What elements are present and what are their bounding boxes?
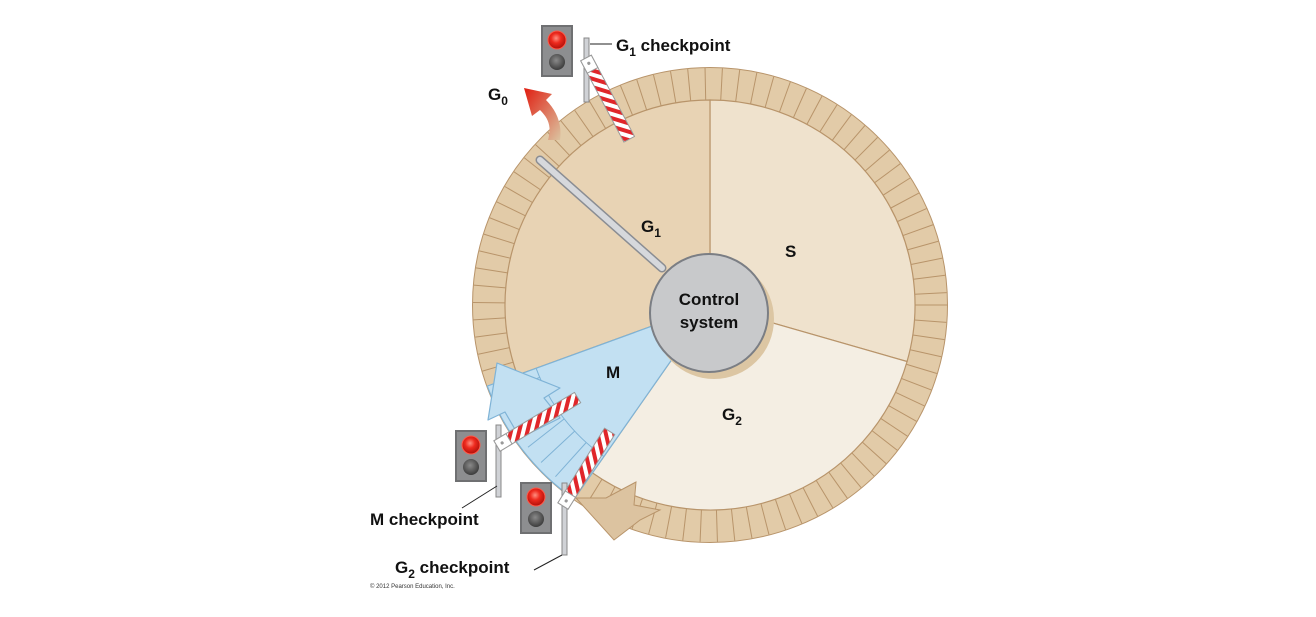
g0-exit-arrow (524, 88, 561, 140)
track-tick (619, 85, 634, 116)
track-tick (815, 480, 834, 508)
track-tick (489, 217, 520, 230)
track-tick (913, 274, 946, 280)
m-traffic-light-icon (455, 430, 487, 482)
track-tick (890, 192, 920, 209)
phase-label-s: S (785, 242, 796, 261)
track-tick (851, 452, 875, 477)
track-tick (473, 284, 506, 289)
track-tick (720, 68, 723, 101)
g2-checkpoint-gate (557, 427, 616, 556)
g2-checkpoint-leader (533, 554, 563, 571)
track-tick (745, 506, 753, 539)
track-tick (895, 391, 925, 407)
track-tick (910, 257, 943, 265)
track-tick (475, 267, 508, 274)
g1-traffic-light-icon (541, 25, 573, 77)
phase-label-g1: G1 (641, 217, 661, 240)
control-system-line1: Control (679, 290, 739, 309)
track-tick (504, 186, 533, 203)
track-tick (907, 240, 939, 251)
track-tick (523, 157, 550, 179)
track-tick (730, 508, 736, 541)
track-tick (862, 441, 887, 464)
track-tick (774, 499, 787, 530)
sector-g2 (591, 304, 908, 511)
track-tick (715, 509, 718, 542)
m-track-tick (527, 418, 565, 448)
track-tick (735, 69, 741, 102)
track-tick (764, 76, 775, 108)
track-tick (802, 487, 819, 517)
g1-checkpoint-label: G1 checkpoint (616, 36, 731, 59)
track-tick (874, 163, 901, 184)
g1-spoke (535, 155, 667, 273)
track-tick (840, 462, 862, 488)
track-tick (473, 317, 506, 321)
track-tick (760, 503, 770, 535)
track-tick (880, 418, 908, 437)
control-system-line2: system (680, 313, 739, 332)
track-tick (888, 405, 917, 422)
m-track-tick (540, 430, 576, 463)
track-tick (871, 430, 898, 451)
track-tick (496, 201, 526, 217)
track-tick (665, 506, 673, 538)
m-checkpoint-gate (493, 391, 582, 498)
phase-label-m: M (606, 363, 620, 382)
track-tick (636, 79, 648, 111)
track-tick (831, 114, 852, 141)
track-tick (882, 177, 911, 196)
phase-label-g0: G0 (488, 85, 508, 108)
m-track-tick (555, 442, 587, 478)
track-tick (854, 137, 878, 161)
track-tick (588, 100, 607, 129)
track-tick (778, 81, 791, 113)
m-checkpoint-leader (461, 485, 498, 509)
track-tick (475, 332, 507, 338)
track-tick (535, 144, 560, 167)
track-tick (574, 110, 594, 137)
track-tick (914, 292, 947, 295)
m-checkpoint-label: M checkpoint (370, 510, 479, 529)
track-tick (699, 509, 702, 542)
track-tick (897, 208, 927, 223)
g2-to-m-arrow (574, 481, 662, 541)
track-tick (902, 224, 934, 237)
track-tick (788, 493, 803, 524)
g1-checkpoint-gate (580, 37, 636, 143)
track-tick (864, 149, 890, 172)
track-tick (560, 120, 582, 146)
track-tick (479, 250, 511, 259)
track-tick (682, 508, 687, 541)
track-tick (750, 72, 758, 105)
track-tick (652, 74, 662, 107)
phase-label-g2: G2 (722, 405, 742, 428)
copyright-notice: © 2012 Pearson Education, Inc. (370, 583, 455, 590)
g2-traffic-light-icon (520, 482, 552, 534)
track-tick (669, 71, 677, 103)
track-tick (901, 377, 932, 391)
track-tick (909, 349, 942, 358)
track-tick (478, 347, 510, 355)
track-tick (704, 68, 707, 101)
track-tick (819, 104, 838, 133)
track-tick (906, 363, 938, 374)
track-tick (914, 319, 947, 323)
track-tick (828, 471, 848, 499)
track-tick (687, 69, 692, 101)
track-tick (648, 502, 658, 535)
track-tick (483, 233, 515, 245)
track-tick (513, 171, 541, 191)
track-tick (843, 125, 866, 151)
track-tick (806, 95, 823, 125)
g2-checkpoint-label: G2 checkpoint (395, 558, 510, 581)
track-tick (792, 88, 807, 118)
control-system: Control system (649, 253, 774, 379)
track-tick (912, 334, 945, 341)
cycle-track (472, 67, 948, 543)
